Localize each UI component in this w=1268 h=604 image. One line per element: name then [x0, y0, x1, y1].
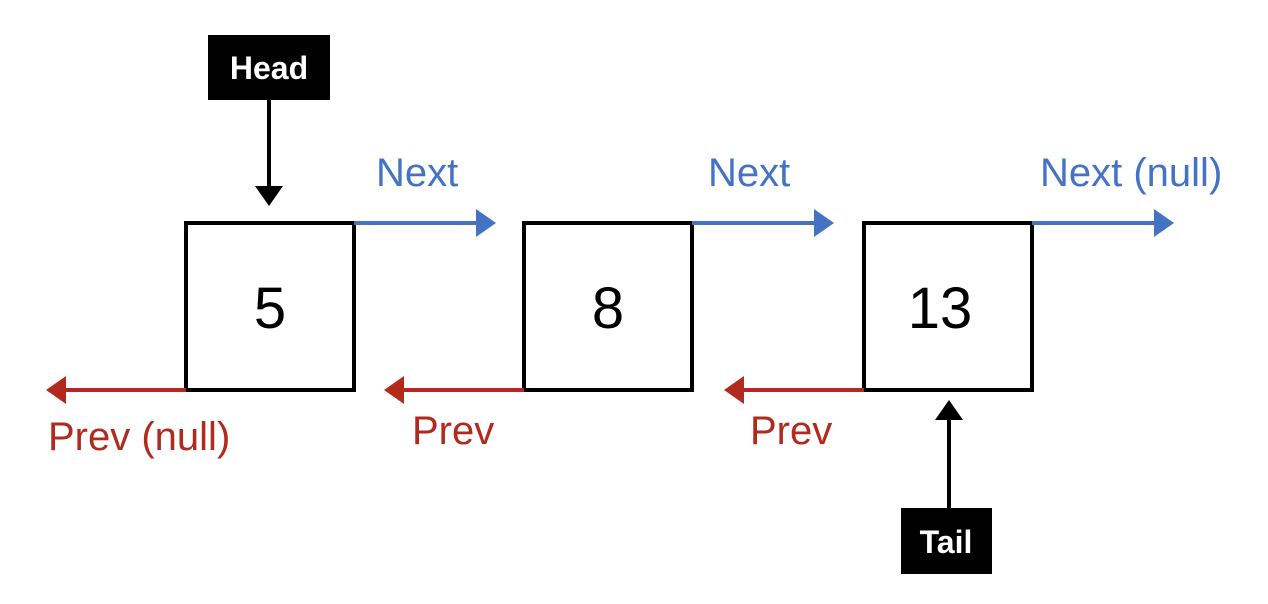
- prev-arrowhead: [384, 376, 404, 404]
- tail-pointer-label: Tail: [920, 524, 973, 560]
- next-label: Next: [708, 151, 790, 195]
- node-box: [184, 221, 356, 392]
- head-pointer: Head: [208, 35, 330, 206]
- head-pointer-label: Head: [230, 50, 308, 86]
- head-pointer-box: [208, 35, 330, 100]
- prev-label: Prev (null): [48, 415, 230, 459]
- next-pointer-8: Next: [692, 151, 834, 237]
- node-value: 13: [908, 276, 973, 341]
- tail-pointer: Tail: [901, 400, 992, 574]
- node-value: 5: [254, 276, 286, 341]
- next-label: Next: [376, 151, 458, 195]
- list-node-8: 8: [522, 221, 694, 392]
- prev-pointer-8: Prev: [384, 376, 524, 453]
- prev-pointer-5: Prev (null): [46, 376, 230, 459]
- prev-pointer-13: Prev: [724, 376, 864, 453]
- next-label: Next (null): [1040, 151, 1222, 195]
- prev-label: Prev: [412, 409, 494, 453]
- node-box: [862, 221, 1034, 392]
- node-box: [522, 221, 694, 392]
- head-pointer-arrowhead: [255, 186, 283, 206]
- node-value: 8: [592, 276, 624, 341]
- prev-arrowhead: [724, 376, 744, 404]
- list-node-13: 13: [862, 221, 1034, 392]
- next-arrowhead: [814, 209, 834, 237]
- list-node-5: 5: [184, 221, 356, 392]
- tail-pointer-box: [901, 508, 992, 574]
- next-arrowhead: [476, 209, 496, 237]
- tail-pointer-arrowhead: [935, 400, 963, 420]
- next-pointer-13: Next (null): [1032, 151, 1222, 237]
- prev-arrowhead: [46, 376, 66, 404]
- next-pointer-5: Next: [354, 151, 496, 237]
- next-arrowhead: [1154, 209, 1174, 237]
- prev-label: Prev: [750, 409, 832, 453]
